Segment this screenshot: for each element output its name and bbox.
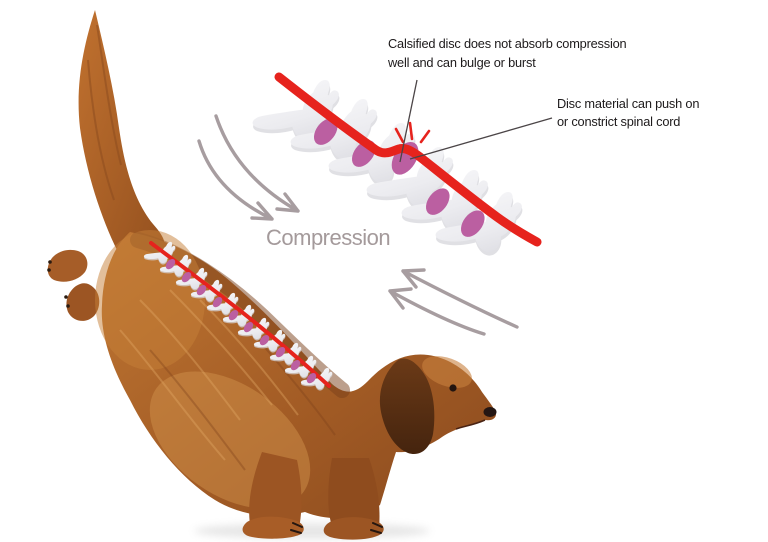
tail-fur-streak xyxy=(87,24,122,201)
calcified-disc-annotation: Calsified disc does not absorb compressi… xyxy=(388,34,627,72)
disc-icon xyxy=(181,272,192,283)
dog-front-legs xyxy=(242,452,384,540)
overlay-discs xyxy=(165,259,317,384)
leader-line-disc-material xyxy=(409,117,553,160)
compression-label: Compression xyxy=(266,225,391,250)
burst-icon xyxy=(394,121,431,144)
dachshund-image xyxy=(47,10,497,540)
dog-fur-streaks xyxy=(119,289,299,461)
spine-diagram xyxy=(249,59,542,274)
compression-arrow-top-2 xyxy=(197,139,274,221)
disc-icon xyxy=(275,347,286,358)
dog-ear xyxy=(379,358,435,455)
calcified-disc-annotation-line1: Calsified disc does not absorb compressi… xyxy=(388,36,627,51)
disc-icon xyxy=(313,118,338,145)
dog-forehead-highlight xyxy=(422,356,472,388)
compression-arrow-top-1 xyxy=(214,114,300,213)
dog-spine-overlay xyxy=(142,234,336,397)
disc-material-annotation-line2: or constrict spinal cord xyxy=(557,114,681,129)
disc-icon xyxy=(196,285,207,296)
dog-hind-paws xyxy=(47,249,100,321)
dog-tail xyxy=(78,10,165,252)
disc-icon xyxy=(425,188,450,215)
dog-rump-highlight xyxy=(95,230,205,370)
ground-shadow xyxy=(194,523,430,539)
disc-material-annotation-line1: Disc material can push on xyxy=(557,96,700,111)
compression-arrow-bottom-2 xyxy=(388,287,486,336)
leader-line-calcified xyxy=(399,79,418,163)
dog-eye xyxy=(449,384,457,392)
disc-icon xyxy=(460,210,485,237)
disc-icon xyxy=(228,310,239,321)
disc-icon xyxy=(306,373,317,384)
dog-nose xyxy=(483,407,497,417)
calcified-disc-annotation-line2: well and can bulge or burst xyxy=(388,55,536,70)
disc-icon xyxy=(243,322,254,333)
disc-icon xyxy=(290,360,301,371)
disc-material-annotation: Disc material can push on or constrict s… xyxy=(557,95,699,131)
disc-icon xyxy=(212,297,223,308)
spinal-cord-line xyxy=(274,72,542,247)
compression-arrows xyxy=(197,114,519,336)
compression-arrow-bottom-1 xyxy=(401,268,519,329)
disc-icon xyxy=(259,335,270,346)
dog-mouth xyxy=(455,419,486,430)
disc-icon xyxy=(165,259,176,270)
